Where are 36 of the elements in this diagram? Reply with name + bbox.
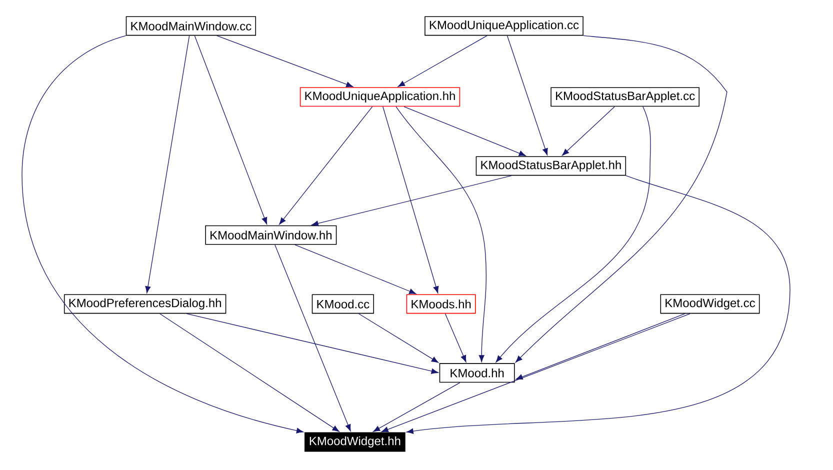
arrow <box>398 35 488 87</box>
arrow <box>279 106 373 225</box>
arrow <box>216 35 354 88</box>
arrow <box>294 244 416 294</box>
file-box: KMoodStatusBarApplet.hh <box>476 156 626 176</box>
file-box: KMoodUniqueApplication.hh <box>300 87 460 107</box>
file-box: KMood.cc <box>312 294 374 314</box>
file-box: KMoodWidget.hh <box>304 432 406 452</box>
arrow <box>274 244 351 432</box>
arrow <box>444 313 466 362</box>
arrow <box>404 106 526 156</box>
file-box: KMoods.hh <box>406 294 476 314</box>
file-box: KMoodMainWindow.hh <box>205 225 337 245</box>
file-box: KMoodUniqueApplication.cc <box>424 16 584 36</box>
arrow <box>382 106 439 294</box>
arrow <box>373 382 460 432</box>
arrow <box>496 106 651 362</box>
arrow <box>562 106 615 156</box>
arrow <box>516 313 686 380</box>
file-box: KMood.hh <box>439 363 515 383</box>
arrow <box>381 313 690 432</box>
file-box: KMoodMainWindow.cc <box>126 16 256 36</box>
file-box: KMoodWidget.cc <box>660 294 760 314</box>
arrow <box>396 106 486 362</box>
file-box: KMoodPreferencesDialog.hh <box>64 294 226 314</box>
arrow <box>186 313 438 374</box>
arrow <box>506 35 548 156</box>
arrow <box>311 175 512 226</box>
arrow <box>515 35 728 363</box>
arrow <box>358 313 438 363</box>
arrow <box>160 313 340 432</box>
arrow <box>22 35 304 434</box>
file-box: KMoodStatusBarApplet.cc <box>550 87 700 107</box>
arrow <box>406 175 790 434</box>
arrow <box>194 35 268 224</box>
arrow <box>145 35 190 294</box>
